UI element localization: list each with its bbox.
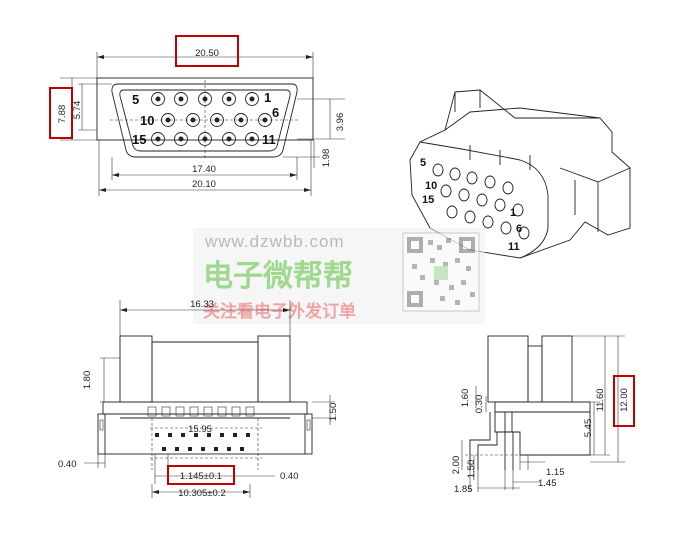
iso-pin-label-15: 15 [422,194,434,206]
front-view: 20.50 [49,35,346,196]
qr-code-icon [402,232,480,312]
bottom-view: 16.33 [58,299,339,499]
iso-view: 5 10 15 1 6 11 [409,89,631,259]
iso-pin-label-6: 6 [516,223,522,235]
side-view: 1.60 0.30 2.00 1.50 5.45 11.60 12.00 1.8… [451,335,635,495]
pin-label-1: 1 [264,90,271,105]
watermark: www.dzwbb.com 电子微帮帮 关注看电子外发订单 [193,228,485,324]
dim-height-right: 3.96 [335,113,346,132]
watermark-subtitle: 关注看电子外发订单 [203,301,356,322]
dim-height-left-inner: 5.74 [72,101,83,120]
dim-bottom-inner-width: 15.95 [188,424,212,435]
iso-pin-label-10: 10 [425,180,437,192]
bottom-view-pins [155,433,250,451]
bottom-view-teeth [147,406,255,417]
pin-label-5: 5 [132,92,139,107]
dim-bottom-width: 10.305±0.2 [178,488,225,499]
dim-width-top: 20.50 [195,48,219,59]
dim-side-h1200: 12.00 [619,388,630,412]
watermark-title: 电子微帮帮 [203,259,353,294]
highlight-height-left [49,87,73,139]
dim-height-right-low: 1.98 [321,149,332,168]
pin-label-10: 10 [140,113,154,128]
highlight-side-height [613,375,635,427]
dim-side-h545: 5.45 [583,419,594,438]
iso-pin-label-5: 5 [420,157,426,169]
iso-pin-label-11: 11 [508,241,520,253]
dim-side-w115: 1.15 [546,467,565,478]
dim-side-w185: 1.85 [454,484,473,495]
highlight-pitch [167,465,235,485]
pin-label-6: 6 [272,105,279,120]
watermark-url: www.dzwbb.com [204,232,345,251]
dim-side-h200: 2.00 [451,456,462,475]
iso-pin-label-1: 1 [510,207,516,219]
pin-label-11: 11 [262,132,276,147]
dim-side-w145: 1.45 [538,478,557,489]
dim-bottom-right-gap: 0.40 [280,471,299,482]
dim-height-left-outer: 7.88 [57,105,68,124]
dim-side-h160: 1.60 [460,389,471,408]
pin-row-3 [151,132,259,146]
dim-bottom-left-gap: 0.40 [58,459,77,470]
dim-side-h150: 1.50 [466,460,477,479]
dim-bottom-top-width: 16.33 [190,299,214,310]
highlight-width-top [175,35,239,67]
pin-row-1 [151,92,259,106]
dim-width-bottom: 20.10 [192,179,216,190]
dim-side-h030: 0.30 [474,395,485,414]
dim-bottom-pitch: 1.145±0.1 [180,471,222,482]
dim-width-inner: 17.40 [192,164,216,175]
pin-label-15: 15 [132,132,146,147]
dim-side-h1160: 11.60 [595,388,606,411]
iso-pins [432,163,530,240]
dim-bottom-left-height: 1.80 [82,371,93,390]
dim-bottom-right-height: 1.50 [328,403,339,422]
